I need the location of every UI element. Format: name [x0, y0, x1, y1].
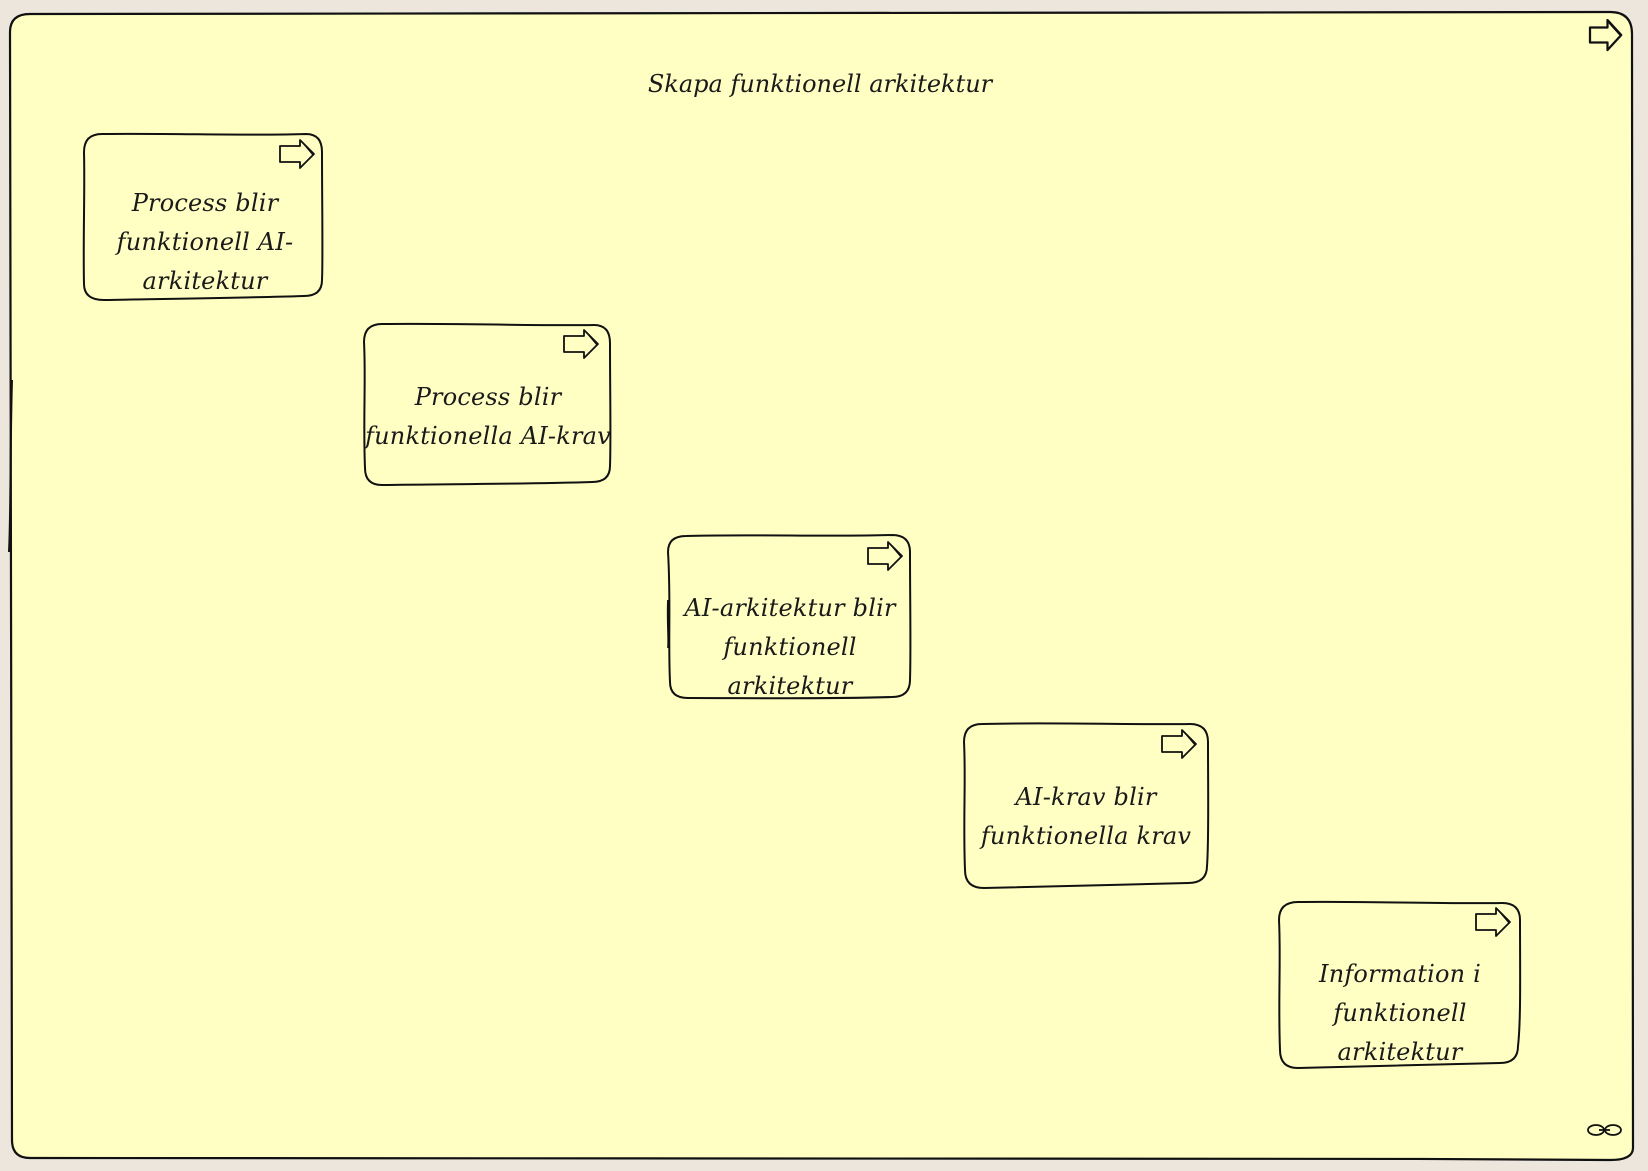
process-arrow-icon: [867, 541, 903, 571]
link-icon: [1587, 1124, 1622, 1136]
process-arrow-icon: [279, 139, 315, 169]
process-arrow-icon: [1588, 18, 1623, 52]
group-title: Skapa funktionell arkitektur: [647, 70, 993, 98]
process-box-label: Process blir funktionella AI-krav: [365, 383, 611, 450]
process-box-1[interactable]: [82, 132, 324, 302]
process-box-5[interactable]: [1277, 900, 1522, 1070]
process-box-label: AI-krav blir funktionella krav: [980, 783, 1192, 850]
process-box-label: Process blir funktionell AI-arkitektur: [116, 189, 294, 295]
group-border-sketch-line: [8, 379, 13, 553]
process-arrow-icon: [563, 329, 599, 359]
process-box-3[interactable]: [666, 533, 912, 700]
process-arrow-icon: [1475, 907, 1511, 937]
process-box-label: AI-arkitektur blir funktionell arkitektu…: [684, 593, 896, 700]
process-box-label: Information i funktionell arkitektur: [1319, 959, 1481, 1066]
process-box-2[interactable]: [362, 322, 612, 487]
process-arrow-icon: [1161, 729, 1197, 759]
process-box-4[interactable]: [962, 722, 1210, 890]
